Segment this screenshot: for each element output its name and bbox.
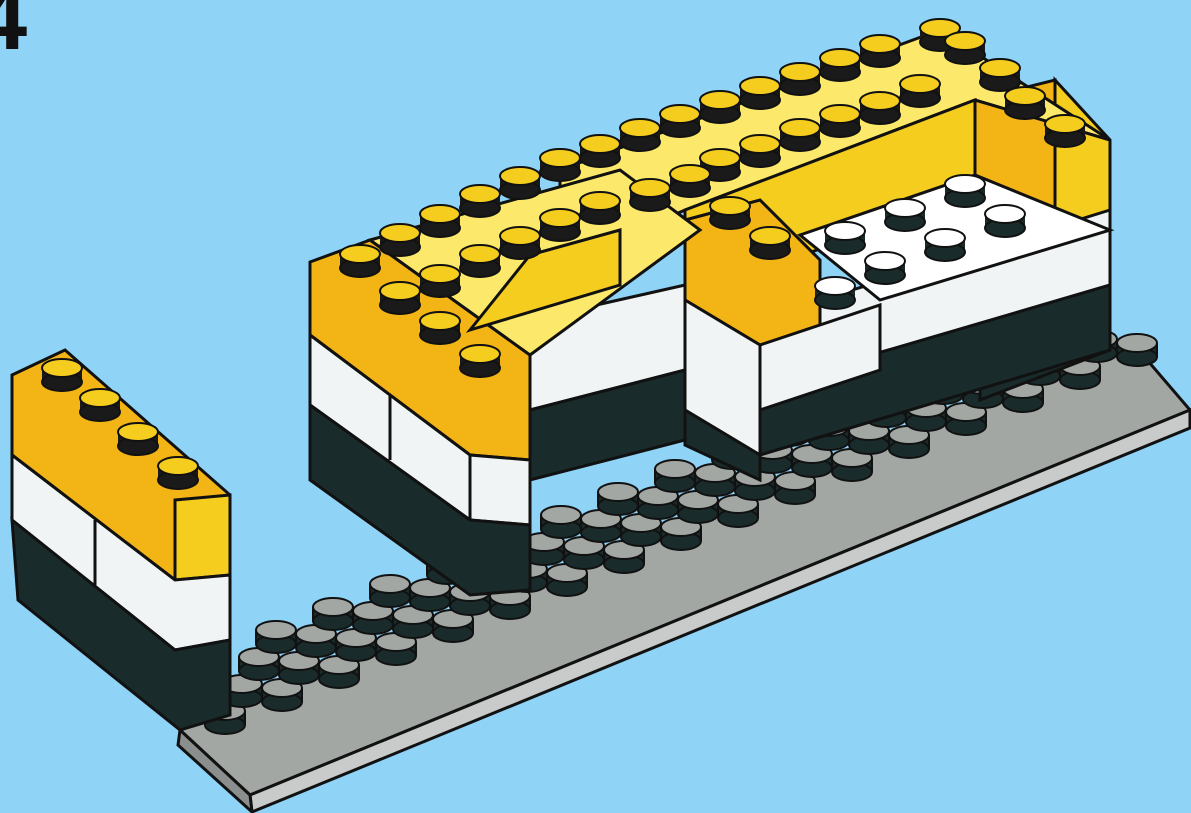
yellow-stud bbox=[380, 282, 420, 314]
white-stud bbox=[885, 199, 925, 231]
yellow-stud bbox=[380, 224, 420, 256]
yellow-stud bbox=[158, 457, 198, 489]
yellow-stud bbox=[740, 135, 780, 167]
yellow-stud bbox=[460, 345, 500, 377]
plate-stud bbox=[313, 598, 353, 630]
plate-stud bbox=[370, 575, 410, 607]
left-brick-stack bbox=[12, 350, 230, 730]
yellow-stud bbox=[420, 205, 460, 237]
yellow-stud bbox=[670, 165, 710, 197]
yellow-stud bbox=[860, 35, 900, 67]
yellow-stud bbox=[820, 105, 860, 137]
yellow-stud bbox=[340, 245, 380, 277]
white-stud bbox=[815, 277, 855, 309]
white-stud bbox=[985, 205, 1025, 237]
white-stud bbox=[925, 229, 965, 261]
yellow-stud bbox=[820, 49, 860, 81]
yellow-stud bbox=[750, 227, 790, 259]
yellow-stud bbox=[580, 135, 620, 167]
yellow-stud bbox=[630, 179, 670, 211]
yellow-stud bbox=[80, 389, 120, 421]
yellow-stud bbox=[945, 32, 985, 64]
yellow-stud bbox=[460, 245, 500, 277]
yellow-stud bbox=[740, 77, 780, 109]
yellow-stud bbox=[580, 192, 620, 224]
yellow-stud bbox=[460, 185, 500, 217]
yellow-stud bbox=[660, 105, 700, 137]
yellow-stud bbox=[860, 92, 900, 124]
yellow-stud bbox=[118, 423, 158, 455]
yellow-stud bbox=[1005, 87, 1045, 119]
yellow-stud bbox=[620, 119, 660, 151]
plate-stud bbox=[541, 506, 581, 538]
yellow-stud bbox=[700, 91, 740, 123]
plate-stud bbox=[598, 483, 638, 515]
yellow-stud bbox=[980, 59, 1020, 91]
yellow-stud bbox=[900, 75, 940, 107]
yellow-stud bbox=[1045, 115, 1085, 147]
plate-stud bbox=[655, 460, 695, 492]
white-stud bbox=[825, 222, 865, 254]
plate-stud bbox=[256, 621, 296, 653]
yellow-stud bbox=[780, 119, 820, 151]
yellow-stud bbox=[780, 63, 820, 95]
yellow-stud bbox=[420, 265, 460, 297]
yellow-stud bbox=[420, 312, 460, 344]
yellow-stud bbox=[42, 359, 82, 391]
yellow-stud bbox=[710, 197, 750, 229]
yellow-stud bbox=[540, 149, 580, 181]
white-stud bbox=[865, 252, 905, 284]
yellow-stud bbox=[540, 209, 580, 241]
white-stud bbox=[945, 175, 985, 207]
yellow-stud bbox=[500, 227, 540, 259]
yellow-stud bbox=[500, 167, 540, 199]
plate-stud bbox=[1117, 334, 1157, 366]
